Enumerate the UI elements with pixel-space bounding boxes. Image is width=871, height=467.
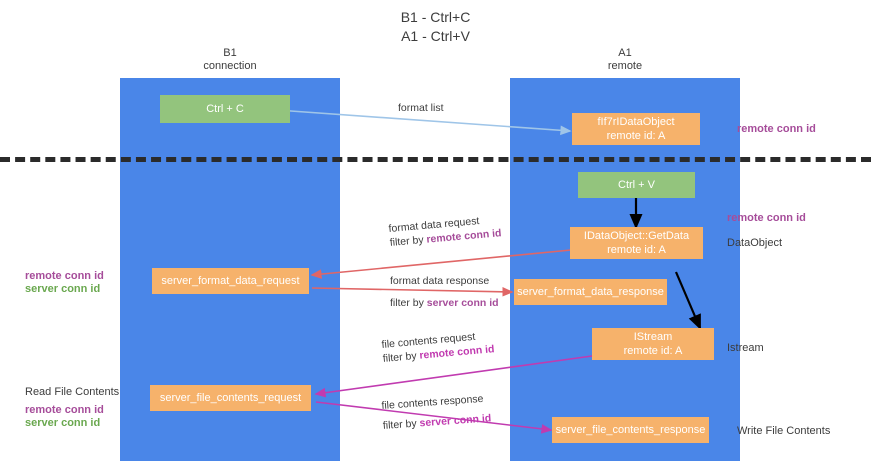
- node-ctrl-c[interactable]: Ctrl + C: [160, 95, 290, 123]
- annotation-left-remote-conn-id-bottom: remote conn id: [25, 404, 104, 416]
- edge-label-format-data-response: format data response filter by server co…: [390, 274, 499, 310]
- lane-header-a1: A1 remote: [510, 47, 740, 73]
- annotation-istream: Istream: [727, 342, 764, 354]
- node-idataobject-getdata-label: IDataObject::GetData: [583, 230, 690, 242]
- title-line-2: A1 - Ctrl+V: [401, 28, 470, 44]
- annotation-write-file-contents: Write File Contents: [737, 425, 831, 437]
- edge-label-format-data-request: format data request filter by remote con…: [388, 212, 502, 250]
- node-ctrl-c-label: Ctrl + C: [206, 103, 244, 115]
- node-ctrl-v[interactable]: Ctrl + V: [578, 172, 695, 198]
- lane-header-a1-line1: A1: [618, 47, 632, 59]
- node-server-file-contents-request-label: server_file_contents_request: [159, 392, 302, 404]
- filter-prefix: filter by: [382, 349, 420, 365]
- edge-label-format-list: format list: [398, 102, 444, 114]
- annotation-remote-conn-id-mid: remote conn id: [727, 212, 806, 224]
- filter-prefix: filter by: [390, 297, 427, 309]
- node-idataobject-label: fIf7rIDataObject: [597, 116, 675, 128]
- annotation-left-server-conn-id-bottom: server conn id: [25, 417, 101, 429]
- edge-label-file-contents-response-text: file contents response: [381, 392, 484, 412]
- node-server-format-data-request[interactable]: server_format_data_request: [152, 268, 309, 294]
- lane-header-b1-line1: B1: [223, 47, 237, 59]
- annotation-dataobject: DataObject: [727, 237, 783, 249]
- lane-header-b1: B1 connection: [120, 47, 340, 73]
- node-server-file-contents-request[interactable]: server_file_contents_request: [150, 385, 311, 411]
- node-server-format-data-response-label: server_format_data_response: [517, 286, 664, 298]
- node-idataobject-getdata[interactable]: IDataObject::GetData remote id: A: [570, 227, 703, 259]
- node-server-format-data-response[interactable]: server_format_data_response: [514, 279, 667, 305]
- node-server-file-contents-response[interactable]: server_file_contents_response: [552, 417, 709, 443]
- node-istream[interactable]: IStream remote id: A: [592, 328, 714, 360]
- edge-label-file-contents-response-filter: filter by server conn id: [382, 411, 491, 433]
- filter-prefix: filter by: [389, 233, 427, 249]
- annotation-left-remote-conn-id-mid: remote conn id: [25, 270, 104, 282]
- node-istream-label: IStream: [633, 331, 673, 343]
- page-title: B1 - Ctrl+C A1 - Ctrl+V: [0, 8, 871, 46]
- filter-value: server conn id: [426, 297, 499, 309]
- node-ctrl-v-label: Ctrl + V: [618, 179, 655, 191]
- node-server-format-data-request-label: server_format_data_request: [161, 275, 300, 287]
- node-istream-remote-id: remote id: A: [623, 345, 683, 357]
- filter-prefix: filter by: [382, 417, 420, 432]
- section-divider: [0, 157, 871, 162]
- annotation-read-file-contents: Read File Contents: [25, 386, 120, 398]
- lane-header-b1-line2: connection: [203, 60, 257, 72]
- node-server-file-contents-response-label: server_file_contents_response: [555, 424, 706, 436]
- edge-label-format-data-response-filter: filter by server conn id: [390, 296, 499, 310]
- node-idataobject[interactable]: fIf7rIDataObject remote id: A: [572, 113, 700, 145]
- edge-label-file-contents-response: file contents response filter by server …: [381, 391, 492, 432]
- filter-value: server conn id: [419, 412, 492, 430]
- title-line-1: B1 - Ctrl+C: [400, 9, 471, 25]
- edge-label-format-data-response-text: format data response: [390, 275, 490, 287]
- annotation-left-server-conn-id-mid: server conn id: [25, 283, 101, 295]
- node-idataobject-remote-id: remote id: A: [606, 130, 666, 142]
- edge-label-file-contents-request: file contents request filter by remote c…: [381, 328, 495, 366]
- node-idataobject-getdata-remote-id: remote id: A: [607, 244, 666, 256]
- lane-header-a1-line2: remote: [607, 60, 643, 72]
- annotation-remote-conn-id-top: remote conn id: [737, 123, 816, 135]
